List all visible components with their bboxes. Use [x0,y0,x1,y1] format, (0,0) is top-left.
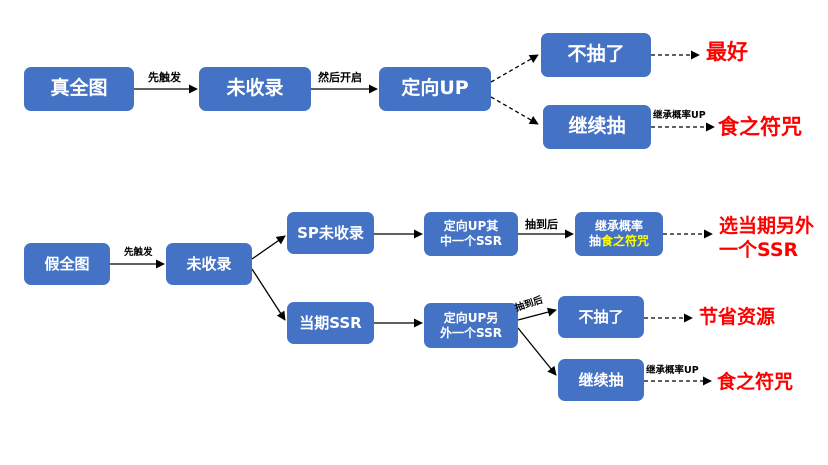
target-up-other-line2: 外一个SSR [440,325,502,340]
keep-pulling-box: 继续抽 [543,105,651,149]
sp-not-collected-box: SP未收录 [287,212,374,254]
current-ssr-box: 当期SSR [287,302,374,344]
target-up-label: 定向UP [401,77,469,100]
true-full-box: 真全图 [24,67,134,111]
true-full-label: 真全图 [50,77,108,100]
not-collected-box: 未收录 [199,67,311,111]
other-ssr-result-line1: 选当期另外 [719,215,815,237]
not-collected-label: 未收录 [226,77,284,100]
sp-not-collected-label: SP未收录 [297,223,364,242]
inherit-rate-label-2: 继承概率UP [646,365,699,376]
then-open-label: 然后开启 [318,71,362,84]
target-up-other-box: 定向UP另 外一个SSR [424,303,518,348]
inherit-line1: 继承概率 [594,219,643,233]
stop-label: 不抽了 [567,43,625,66]
target-up-one-line1: 定向UP其 [443,219,499,233]
after-pull-label: 抽到后 [525,218,558,231]
other-ssr-result-line2: 一个SSR [719,239,799,261]
save-resources-result: 节省资源 [699,306,776,328]
not-collected-box-2: 未收录 [166,243,252,285]
inherit-rate-label: 继承概率UP [653,110,706,121]
inherit-highlight: 食之符咒 [601,234,650,248]
best-result: 最好 [706,40,748,64]
target-up-box: 定向UP [379,67,491,111]
arrow-to-current-ssr [251,268,286,321]
stop-box: 不抽了 [541,33,651,77]
eat-curse-result: 食之符咒 [718,115,802,139]
current-ssr-label: 当期SSR [299,313,362,332]
fake-full-label: 假全图 [44,254,90,273]
eat-curse-result-2: 食之符咒 [717,371,794,393]
arrow-target-other-to-keep [517,327,557,376]
inherit-line2: 抽食之符咒 [589,234,649,249]
arrow-target-other-to-stop [517,307,557,321]
target-up-one-box: 定向UP其 中一个SSR [424,212,518,256]
stop-box-2: 不抽了 [558,296,644,338]
arrow-target-to-stop [490,54,539,83]
target-up-one-line2: 中一个SSR [440,234,502,248]
inherit-box: 继承概率 抽食之符咒 [575,212,663,256]
first-trigger-label: 先触发 [148,71,181,84]
stop-label-2: 不抽了 [578,307,624,326]
target-up-other-line1: 定向UP另 [443,310,499,325]
not-collected-label-2: 未收录 [186,254,232,273]
first-trigger-label-2: 先触发 [124,247,153,258]
keep-pulling-label-2: 继续抽 [578,370,624,389]
fake-full-box: 假全图 [24,243,110,285]
keep-pulling-label: 继续抽 [568,115,626,138]
arrow-target-to-keep [490,96,539,125]
arrow-to-sp [251,235,286,260]
inherit-prefix: 抽 [588,234,601,248]
keep-pulling-box-2: 继续抽 [558,359,644,401]
